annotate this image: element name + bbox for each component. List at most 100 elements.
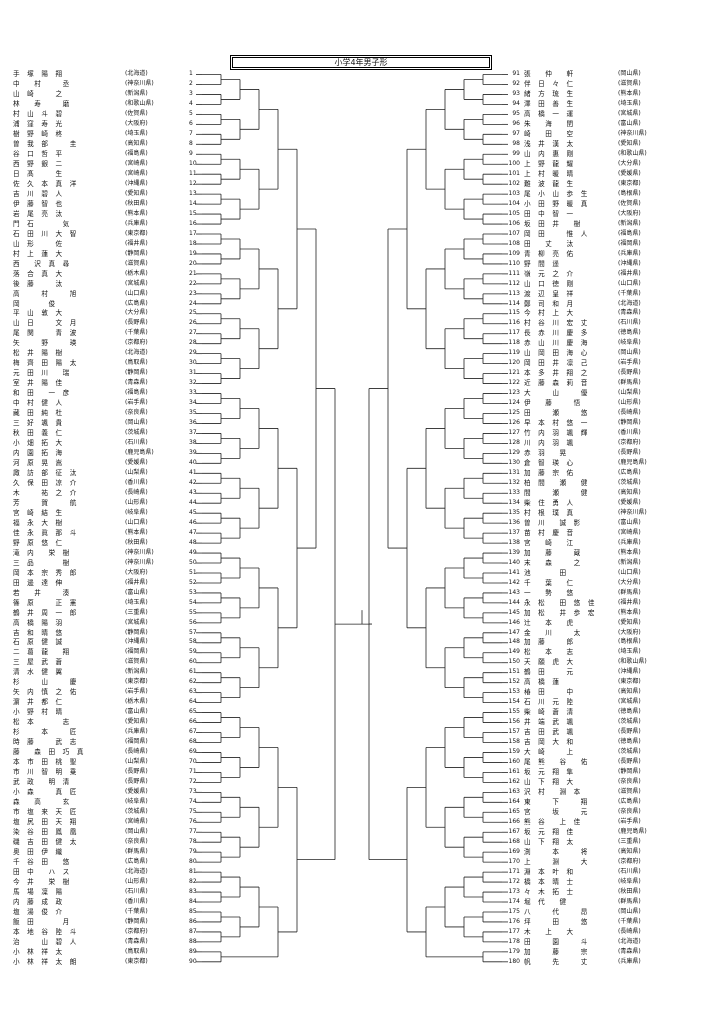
seed-number: 138 bbox=[508, 538, 520, 546]
seed-number: 140 bbox=[508, 558, 520, 566]
player-prefecture: (福島県) bbox=[618, 229, 641, 237]
seed-number: 34 bbox=[189, 399, 197, 407]
left-bracket-entry: 本 地 谷 陸 斗(京都府)87 bbox=[13, 928, 213, 937]
player-prefecture: (東京都) bbox=[618, 179, 641, 187]
left-bracket-entry: 福 永 大 樹(山口県)46 bbox=[13, 519, 213, 528]
left-bracket-entry: 手 塚 陽 翔(北海道)1 bbox=[13, 70, 213, 79]
player-prefecture: (島根県) bbox=[618, 189, 641, 197]
left-bracket-entry: 森 高 玄(岐阜県)74 bbox=[13, 798, 213, 807]
player-prefecture: (愛媛県) bbox=[125, 459, 148, 467]
seed-number: 169 bbox=[508, 847, 520, 855]
player-name: 石 川 元 陸 bbox=[524, 698, 574, 707]
player-name: 山 下 翔 太 bbox=[524, 837, 574, 846]
seed-number: 86 bbox=[189, 917, 197, 925]
player-prefecture: (兵庫県) bbox=[618, 957, 641, 965]
player-prefecture: (長野県) bbox=[618, 449, 641, 457]
player-prefecture: (神奈川県) bbox=[125, 558, 154, 566]
left-bracket-entry: 河 原 晃 嵩(愛媛県)40 bbox=[13, 459, 213, 468]
player-prefecture: (京都府) bbox=[618, 439, 641, 447]
player-name: 田 丈 汰 bbox=[524, 239, 574, 248]
player-name: 後 藤 汰 bbox=[13, 279, 63, 288]
player-name: 沢 村 淵 本 bbox=[524, 788, 581, 797]
player-prefecture: (山梨県) bbox=[125, 758, 148, 766]
player-name: 高 橋 蓮 bbox=[524, 678, 560, 687]
player-prefecture: (茨城県) bbox=[618, 478, 641, 486]
player-prefecture: (福島県) bbox=[125, 149, 148, 157]
seed-number: 142 bbox=[508, 578, 520, 586]
player-prefecture: (富山県) bbox=[125, 588, 148, 596]
player-name: 染 谷 田 鳳 凰 bbox=[13, 827, 77, 836]
player-prefecture: (宮崎県) bbox=[618, 528, 641, 536]
player-name: 日 髙 生 bbox=[13, 169, 63, 178]
player-prefecture: (神奈川県) bbox=[618, 130, 647, 138]
player-name: 辻 本 虎 bbox=[524, 618, 574, 627]
player-prefecture: (新潟県) bbox=[125, 90, 148, 98]
player-prefecture: (高知県) bbox=[618, 688, 641, 696]
seed-number: 164 bbox=[508, 798, 520, 805]
player-name: 千 葉 仁 bbox=[524, 578, 574, 587]
left-bracket-entry: 小 森 真 匠(愛媛県)73 bbox=[13, 788, 213, 797]
player-name: 磯 吉 田 健 太 bbox=[13, 837, 77, 846]
seed-number: 151 bbox=[508, 668, 520, 676]
player-name: 今 井 栄 樹 bbox=[13, 877, 70, 886]
player-prefecture: (茨城県) bbox=[125, 429, 148, 437]
player-prefecture: (山形県) bbox=[618, 399, 641, 407]
player-prefecture: (香川県) bbox=[125, 897, 148, 905]
seed-number: 22 bbox=[189, 279, 197, 287]
player-prefecture: (岡山県) bbox=[618, 70, 641, 78]
seed-number: 123 bbox=[508, 389, 520, 397]
player-prefecture: (岡山県) bbox=[125, 419, 148, 427]
player-name: 馬 場 凜 陽 bbox=[13, 887, 63, 896]
player-name: 堀 代 健 bbox=[524, 897, 567, 906]
seed-number: 131 bbox=[508, 469, 520, 476]
player-prefecture: (愛知県) bbox=[618, 618, 641, 626]
player-prefecture: (静岡県) bbox=[125, 369, 148, 377]
player-name: 天 願 虎 大 bbox=[524, 658, 574, 667]
player-prefecture: (滋賀県) bbox=[618, 80, 641, 88]
seed-number: 157 bbox=[508, 728, 520, 736]
left-bracket-entry: 三 屋 武 蒼(滋賀県)60 bbox=[13, 658, 213, 667]
player-name: 吉 岡 大 和 bbox=[524, 738, 574, 747]
left-bracket-entry: 山 日 文 月(長野県)26 bbox=[13, 319, 213, 328]
player-name: 上 村 暖 晴 bbox=[524, 169, 574, 178]
seed-number: 89 bbox=[189, 947, 197, 955]
player-prefecture: (神奈川県) bbox=[125, 548, 154, 556]
player-prefecture: (熊本県) bbox=[618, 608, 641, 616]
seed-number: 62 bbox=[189, 678, 197, 686]
left-bracket-entry: 村 山 斗 碧(佐賀県)5 bbox=[13, 110, 213, 119]
player-name: 本 地 谷 陸 斗 bbox=[13, 927, 77, 936]
player-prefecture: (山口県) bbox=[618, 568, 641, 576]
player-prefecture: (高知県) bbox=[618, 488, 641, 496]
player-prefecture: (山口県) bbox=[125, 289, 148, 297]
player-name: 八 代 昂 bbox=[524, 907, 588, 916]
player-prefecture: (大阪府) bbox=[125, 120, 148, 128]
player-prefecture: (長野県) bbox=[125, 768, 148, 776]
player-prefecture: (東京都) bbox=[125, 229, 148, 237]
seed-number: 85 bbox=[189, 907, 197, 915]
player-name: 内 園 拓 海 bbox=[13, 449, 63, 458]
left-bracket-entry: 杉 山 慶(東京都)62 bbox=[13, 678, 213, 687]
seed-number: 51 bbox=[189, 568, 197, 576]
left-bracket-entry: 磯 吉 田 健 太(奈良県)78 bbox=[13, 838, 213, 847]
left-bracket-entry: 篠 原 正 憲(埼玉県)54 bbox=[13, 599, 213, 608]
seed-number: 17 bbox=[189, 229, 197, 237]
player-name: 本 多 井 翔 之 bbox=[524, 369, 588, 378]
player-prefecture: (茨城県) bbox=[618, 748, 641, 756]
player-prefecture: (石川県) bbox=[618, 867, 641, 875]
player-prefecture: (熊本県) bbox=[125, 528, 148, 536]
player-name: 清 水 健 翼 bbox=[13, 668, 63, 677]
player-prefecture: (千葉県) bbox=[125, 907, 148, 915]
